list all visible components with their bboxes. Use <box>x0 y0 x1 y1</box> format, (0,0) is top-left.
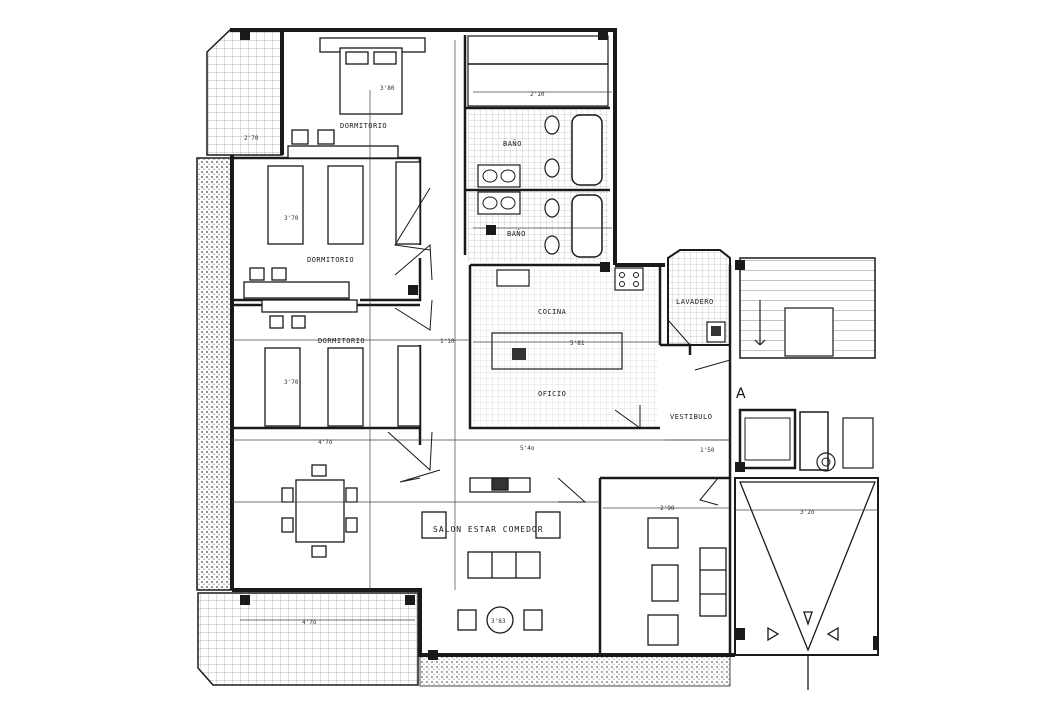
exterior-walls <box>230 28 735 657</box>
dim-text: 2'10 <box>530 91 545 98</box>
dim-text: 5'81 <box>570 340 585 347</box>
dim-text: 3'80 <box>380 85 395 92</box>
dim-text: 3'70 <box>284 215 299 222</box>
label-cocina: COCINA <box>538 308 567 316</box>
dim-text: 3'70 <box>284 379 299 386</box>
dim-text: 2'90 <box>660 505 675 512</box>
planter-left <box>196 157 233 591</box>
label-dormitorio-1: DORMITORIO <box>340 122 387 130</box>
kitchen <box>473 267 658 426</box>
dim-text: 4'7o <box>302 619 317 626</box>
dimension-lines <box>232 40 878 621</box>
dim-text: 1'50 <box>700 447 715 454</box>
laundry-room <box>667 249 731 346</box>
label-vestibulo: VESTIBULO <box>670 413 712 421</box>
bathroom-1 <box>468 110 608 188</box>
dim-text: 5'4o <box>520 445 535 452</box>
label-oficio: OFICIO <box>538 390 566 398</box>
bedroom-1-furniture <box>287 37 426 159</box>
bedroom-3-furniture <box>264 345 421 427</box>
lightwell-patio <box>734 477 879 690</box>
estar-furniture <box>647 517 727 646</box>
section-marker: A <box>736 386 746 402</box>
closet-top <box>467 35 609 107</box>
door-swings <box>387 187 731 506</box>
columns <box>240 30 879 660</box>
label-dormitorio-2: DORMITORIO <box>307 256 354 264</box>
label-dormitorio-3: DORMITORIO <box>318 337 365 345</box>
living-furniture <box>421 477 561 634</box>
label-bano-2: BAÑO <box>507 229 526 238</box>
terrace-bottom-left <box>197 592 419 686</box>
dim-text: 3'83 <box>491 618 506 625</box>
label-salon: SALON ESTAR COMEDOR <box>433 525 544 534</box>
bedroom-2-furniture <box>243 161 421 329</box>
dim-text: 3'2o <box>800 509 815 516</box>
dim-text: 2'70 <box>244 135 259 142</box>
label-bano-1: BAÑO <box>503 139 522 148</box>
label-lavadero: LAVADERO <box>676 298 714 306</box>
planter-bottom <box>419 655 731 687</box>
dim-text: 4'7o <box>318 439 333 446</box>
stair-core <box>738 257 876 472</box>
dining-table <box>281 464 358 558</box>
dim-text: 1'10 <box>440 338 455 345</box>
